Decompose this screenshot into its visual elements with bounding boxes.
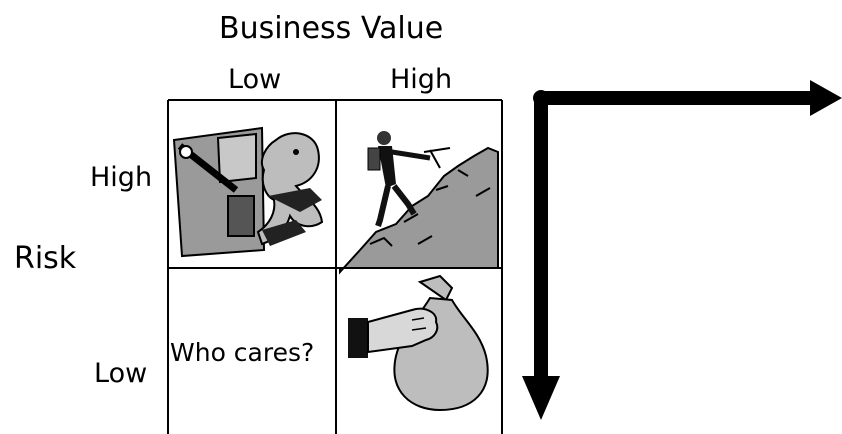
quadrant-low-low-text: Who cares? [170, 338, 315, 367]
row-label-low: Low [94, 358, 148, 389]
column-label-low: Low [228, 64, 282, 95]
business-value-axis-title: Business Value [219, 11, 444, 46]
mountain-climber-icon [339, 131, 499, 275]
risk-axis-title: Risk [14, 241, 77, 276]
vending-machine-fight-icon [172, 126, 324, 258]
money-bag-hand-icon [348, 274, 489, 412]
axis-arrows [522, 80, 842, 420]
row-label-high: High [90, 162, 153, 193]
column-label-high: High [390, 64, 453, 95]
